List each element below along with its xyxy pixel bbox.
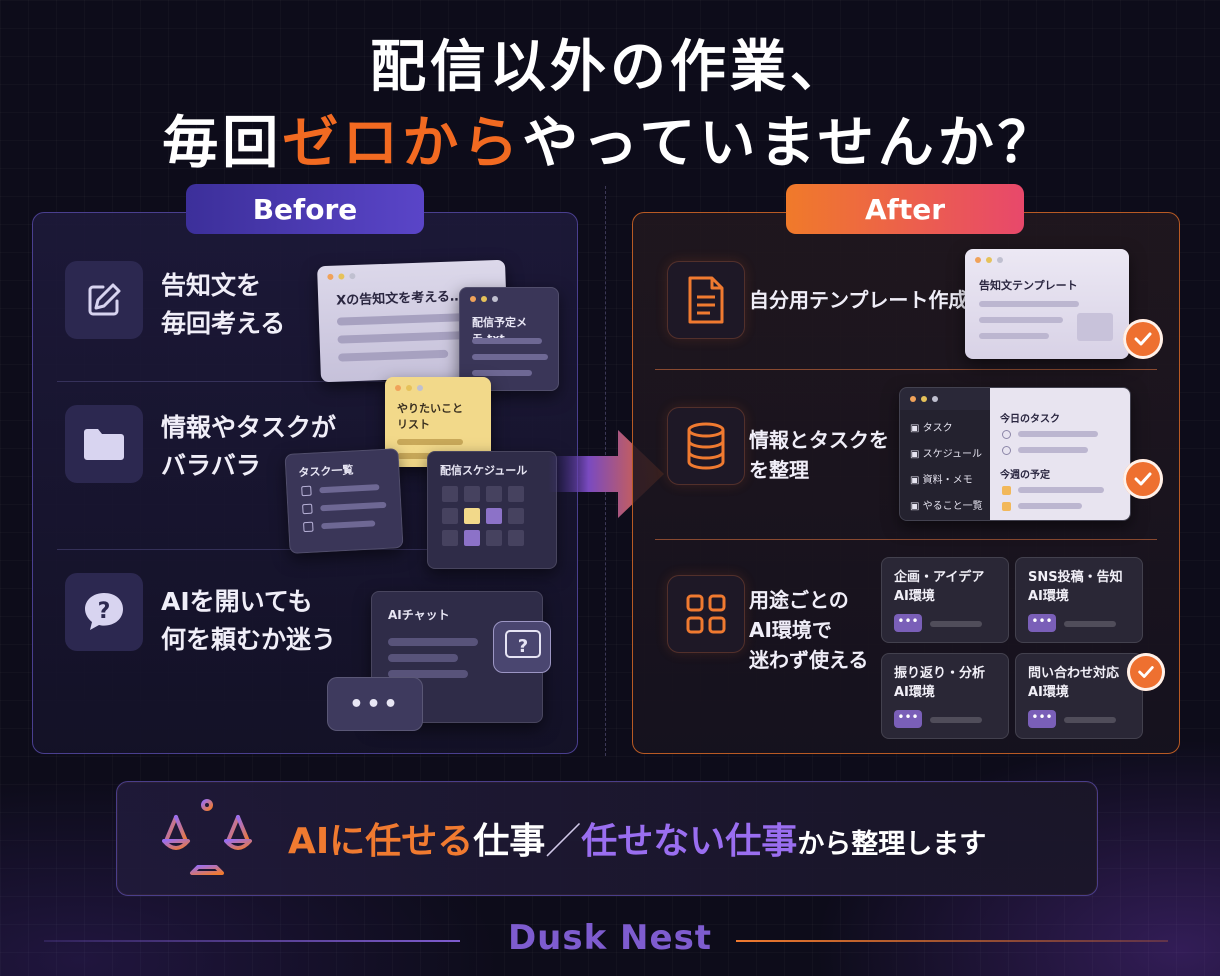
env-open-button[interactable]: ••• <box>1028 614 1056 632</box>
summary-text: AIに任せる仕事／任せない仕事から整理します <box>288 821 987 862</box>
folder-icon <box>65 405 143 483</box>
database-icon <box>667 407 745 485</box>
svg-text:?: ? <box>98 599 111 624</box>
after-row2-text: 情報とタスクをを整理 <box>749 428 889 482</box>
check-icon <box>1127 653 1165 691</box>
footer-line-right <box>736 940 1168 942</box>
dashboard-sidebar: ▣ タスク ▣ スケジュール ▣ 資料・メモ ▣ やること一覧 <box>900 410 990 520</box>
question-bubble-icon: ? <box>65 573 143 651</box>
env-open-button[interactable]: ••• <box>894 710 922 728</box>
check-icon <box>1123 459 1163 499</box>
brand-logo-text: Dusk Nest <box>507 918 713 958</box>
after-row1-text: 自分用テンプレート作成 <box>749 288 969 312</box>
env-open-button[interactable]: ••• <box>1028 710 1056 728</box>
grid-apps-icon <box>667 575 745 653</box>
before-row2-text: 情報やタスクがバラバラ <box>161 413 337 480</box>
headline-line2: 毎回ゼロからやっていませんか？ <box>162 111 1058 176</box>
after-panel: 自分用テンプレート作成 告知文テンプレート 情報とタスクをを整理 ▣ タスク ▣… <box>632 212 1180 754</box>
before-row1-text: 告知文を毎回考える <box>161 271 286 338</box>
row-divider <box>57 381 553 382</box>
before-label: Before <box>186 184 424 234</box>
headline-line1: 配信以外の作業、 <box>370 35 850 100</box>
check-icon <box>1123 319 1163 359</box>
headline-highlight: ゼロから <box>282 111 523 176</box>
sidebar-item-schedule[interactable]: ▣ スケジュール <box>910 449 982 460</box>
edit-icon <box>65 261 143 339</box>
before-row3-text: AIを開いても何を頼むか迷う <box>161 587 337 654</box>
summary-box <box>116 781 1098 896</box>
env-open-button[interactable]: ••• <box>894 614 922 632</box>
after-label: After <box>786 184 1024 234</box>
typing-indicator: ••• <box>327 677 423 731</box>
schedule-card: 配信スケジュール <box>427 451 557 569</box>
sidebar-item-todo[interactable]: ▣ やること一覧 <box>910 501 983 512</box>
template-card: 告知文テンプレート <box>965 249 1129 359</box>
row-divider <box>655 539 1157 540</box>
document-icon <box>667 261 745 339</box>
row-divider <box>655 369 1157 370</box>
sidebar-item-tasks[interactable]: ▣ タスク <box>910 423 953 434</box>
dashboard-main: 今日のタスク 今週の予定 <box>990 388 1130 520</box>
sidebar-item-notes[interactable]: ▣ 資料・メモ <box>910 475 973 486</box>
scales-icon <box>162 797 252 883</box>
footer-line-left <box>44 940 460 942</box>
memo-card: 配信予定メモ.txt <box>459 287 559 391</box>
question-bubble-small-icon: ? <box>493 621 551 673</box>
dashboard-card: ▣ タスク ▣ スケジュール ▣ 資料・メモ ▣ やること一覧 今日のタスク 今… <box>899 387 1131 521</box>
svg-text:?: ? <box>518 636 528 657</box>
task-list-card: タスク一覧 <box>284 448 404 554</box>
